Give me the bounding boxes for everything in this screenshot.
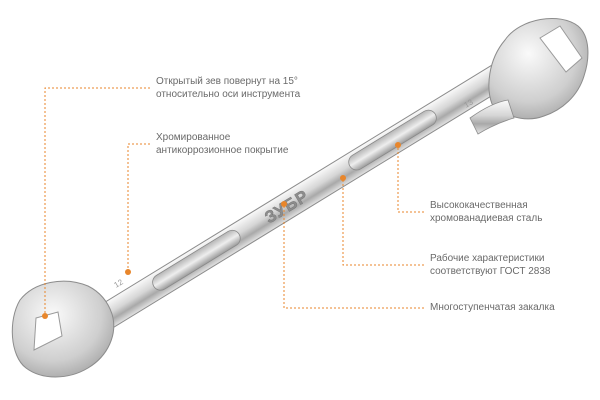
callout-hardening: Многоступенчатая закалка — [430, 301, 555, 314]
callout-text: относительно оси инструмента — [156, 89, 301, 100]
callout-text: Хромированное — [156, 132, 231, 143]
size-mark-bottom: 12 — [112, 277, 125, 290]
callout-text: Многоступенчатая закалка — [430, 302, 555, 313]
callout-lines — [44, 87, 424, 316]
callout-text: антикоррозионное покрытие — [156, 145, 289, 156]
callout-gost: Рабочие характеристики соответствуют ГОС… — [430, 252, 550, 278]
callout-dots — [42, 142, 401, 319]
handle-groove-right — [348, 109, 437, 171]
callout-text: Открытый зев повернут на 15° — [156, 76, 298, 87]
handle-groove-left — [152, 229, 241, 291]
callout-text: Высококачественная — [430, 200, 528, 211]
wrench-head-bottom: 12 — [11, 277, 125, 378]
callout-angled-jaw: Открытый зев повернут на 15° относительн… — [156, 75, 300, 101]
wrench: ЗУБР 13 12 — [11, 18, 589, 378]
callout-chrome-coating: Хромированное антикоррозионное покрытие — [156, 131, 288, 157]
callout-steel: Высококачественная хромованадиевая сталь — [430, 199, 542, 225]
callout-text: соответствуют ГОСТ 2838 — [430, 266, 551, 277]
wrench-head-top: 13 — [462, 18, 589, 135]
callout-text: Рабочие характеристики — [430, 253, 545, 264]
callout-text: хромованадиевая сталь — [430, 213, 543, 224]
